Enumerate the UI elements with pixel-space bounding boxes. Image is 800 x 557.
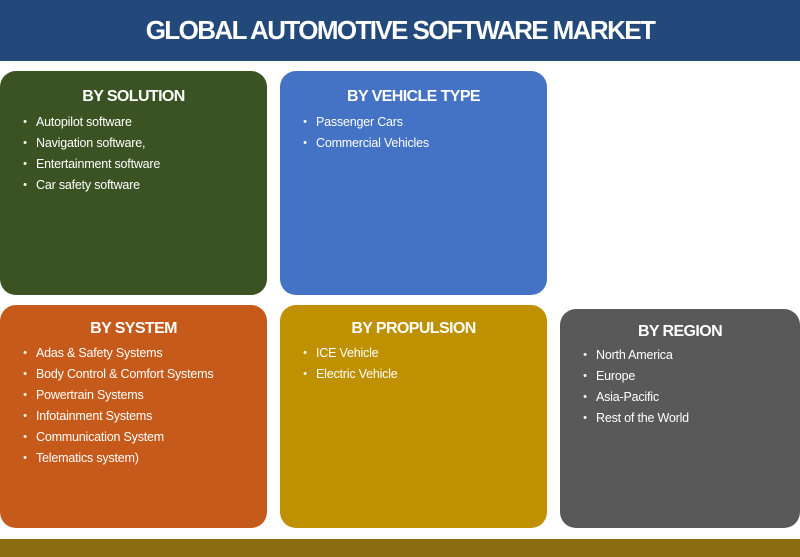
list-item: • Autopilot software [14,112,267,133]
list-item: • Car safety software [14,175,267,196]
list-item: • Electric Vehicle [294,364,547,385]
list-item: • Europe [574,366,800,387]
page-title: GLOBAL AUTOMOTIVE SOFTWARE MARKET [145,15,656,45]
bullet-icon: • [23,347,27,359]
vehicle-type-list: • Passenger Cars • Commercial Vehicles [294,112,547,154]
list-item: • Communication System [14,427,267,448]
bullet-icon: • [303,116,307,128]
bullet-icon: • [23,116,27,128]
propulsion-card: BY PROPULSION • ICE Vehicle • Electric Veh… [280,305,547,528]
bullet-icon: • [583,412,587,424]
region-card: BY REGION • North America • Europe • Asia-P… [560,309,800,528]
list-item: • North America [574,345,800,366]
bullet-icon: • [23,368,27,380]
list-item-label: Electric Vehicle [316,367,398,381]
list-item: • Infotainment Systems [14,406,267,427]
list-item: • Rest of the World [574,408,800,429]
list-item-label: Navigation software, [36,136,146,150]
list-item-label: Entertainment software [36,157,161,171]
system-card-title: BY SYSTEM [90,320,177,337]
footer-bar [0,539,800,557]
list-item-label: Car safety software [36,178,140,192]
bullet-icon: • [23,158,27,170]
list-item-label: Rest of the World [596,411,689,425]
list-item-label: Commercial Vehicles [316,136,429,150]
list-item: • ICE Vehicle [294,343,547,364]
list-item: • Body Control & Comfort Systems [14,364,267,385]
bullet-icon: • [583,391,587,403]
list-item-label: North America [596,348,673,362]
bullet-icon: • [23,452,27,464]
list-item: • Powertrain Systems [14,385,267,406]
list-item-label: Asia-Pacific [596,390,659,404]
propulsion-card-title: BY PROPULSION [351,320,476,337]
list-item-label: Powertrain Systems [36,388,144,402]
bullet-icon: • [23,137,27,149]
list-item-label: Body Control & Comfort Systems [36,367,214,381]
header-banner: GLOBAL AUTOMOTIVE SOFTWARE MARKET [0,0,800,61]
list-item-label: Passenger Cars [316,115,403,129]
list-item: • Navigation software, [14,133,267,154]
list-item: • Asia-Pacific [574,387,800,408]
region-list: • North America • Europe • Asia-Pacific • Re… [574,345,800,429]
list-item-label: Infotainment Systems [36,409,153,423]
bullet-icon: • [23,389,27,401]
system-list: • Adas & Safety Systems • Body Control & C… [14,343,267,469]
list-item-label: ICE Vehicle [316,346,379,360]
list-item: • Telematics system) [14,448,267,469]
solution-list: • Autopilot software • Navigation software… [14,112,267,196]
vehicle-type-card: BY VEHICLE TYPE • Passenger Cars • Commerc… [280,71,547,295]
solution-card-title: BY SOLUTION [82,88,185,105]
vehicle-type-card-title: BY VEHICLE TYPE [347,88,481,105]
list-item-label: Adas & Safety Systems [36,346,163,360]
solution-card: BY SOLUTION • Autopilot software • Navigat… [0,71,267,295]
list-item: • Commercial Vehicles [294,133,547,154]
list-item-label: Autopilot software [36,115,132,129]
list-item: • Adas & Safety Systems [14,343,267,364]
propulsion-list: • ICE Vehicle • Electric Vehicle [294,343,547,385]
bullet-icon: • [23,431,27,443]
region-card-title: BY REGION [637,323,723,340]
bullet-icon: • [23,410,27,422]
system-card: BY SYSTEM • Adas & Safety Systems • Body C… [0,305,267,528]
list-item: • Entertainment software [14,154,267,175]
bullet-icon: • [23,179,27,191]
bullet-icon: • [303,137,307,149]
bullet-icon: • [303,347,307,359]
list-item-label: Telematics system) [36,451,139,465]
bullet-icon: • [583,349,587,361]
bullet-icon: • [303,368,307,380]
list-item: • Passenger Cars [294,112,547,133]
list-item-label: Communication System [36,430,164,444]
list-item-label: Europe [596,369,636,383]
bullet-icon: • [583,370,587,382]
